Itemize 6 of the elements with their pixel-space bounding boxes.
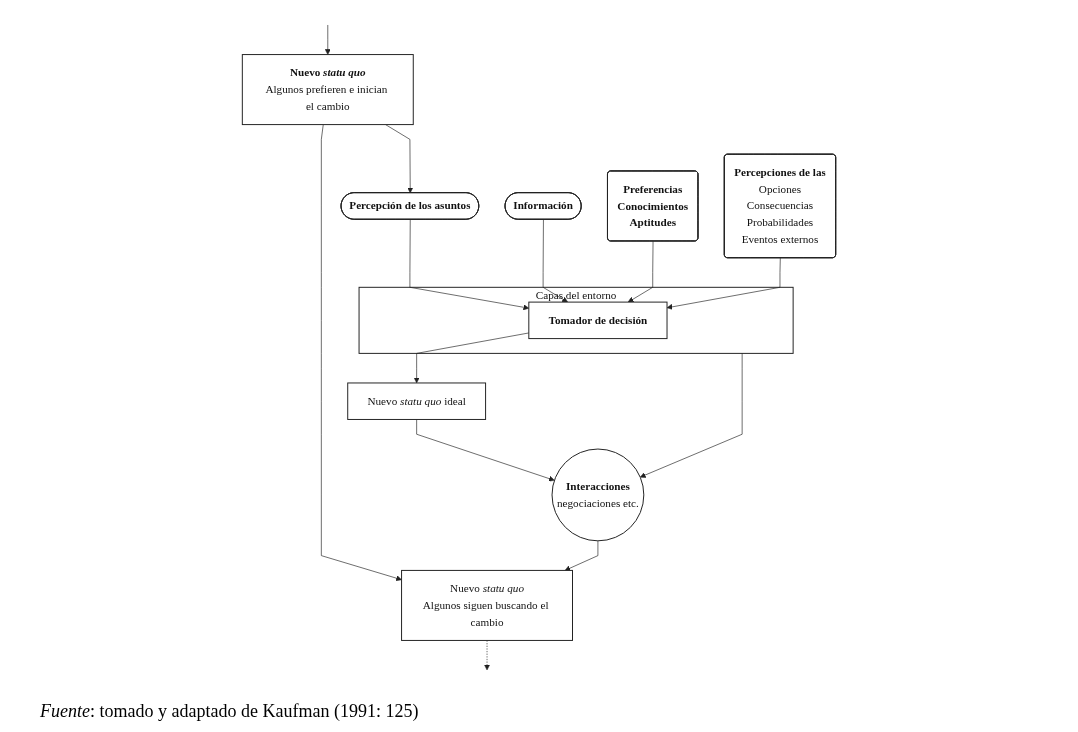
node-box: Nuevo statu quo ideal — [347, 382, 487, 420]
node-box: Nuevo statu quo Algunos siguen buscando el cambio — [401, 569, 573, 641]
node-box: Tomador de decisión — [528, 301, 668, 340]
source-caption: Fuente: tomado y adaptado de Kaufman (1991: 125) — [40, 700, 419, 723]
node-circle: Interacciones negociaciones etc. — [551, 448, 645, 542]
node-box: Nuevo statu quo Algunos prefieren e inician el cambio — [241, 54, 414, 126]
